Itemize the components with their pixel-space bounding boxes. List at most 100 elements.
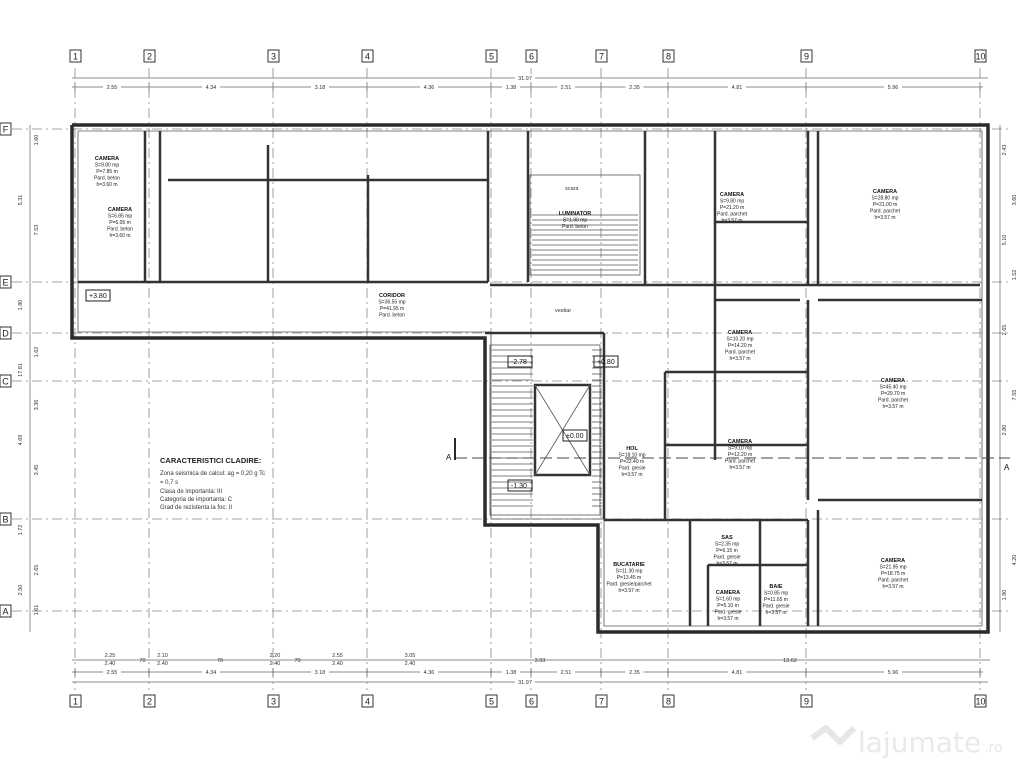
bottom-dimension-value: 2.35 — [629, 670, 640, 676]
dim-label-bg — [728, 83, 746, 90]
opening-width: 2.20 — [270, 653, 281, 659]
dim-label-bg — [202, 668, 220, 675]
axis-bubble — [595, 49, 608, 63]
room-perim: P=6.05 m — [109, 220, 131, 226]
left-dimension-value: 4.69 — [18, 435, 24, 446]
level-marker: -2.78 — [511, 359, 527, 366]
room-perim: P=21.00 m — [873, 202, 897, 208]
dim-label-bg — [420, 83, 438, 90]
axis-label: 6 — [529, 52, 534, 62]
top-dimension-value: 4.81 — [732, 85, 743, 91]
room-perim: P=5.10 m — [717, 603, 739, 609]
bottom-extra-dimension: 13.62 — [783, 658, 797, 664]
right-dimension-value: 7.55 — [1012, 390, 1018, 401]
room-height: h=3.57 m — [766, 610, 787, 616]
dim-label-bg — [502, 668, 520, 675]
room-floor: Pard. beton — [562, 224, 588, 230]
overall-dimension-value: 31.97 — [518, 76, 532, 82]
bottom-dimension-value: 2.51 — [561, 670, 572, 676]
room-area: S=36.55 mp — [378, 300, 405, 306]
axis-label: D — [2, 329, 9, 339]
axis-bubble — [143, 694, 156, 708]
axis-label: 3 — [271, 697, 276, 707]
axis-label: E — [2, 278, 8, 288]
opening-height: 2.40 — [157, 661, 168, 667]
top-dimension-value: 2.55 — [107, 85, 118, 91]
axis-bubble — [485, 694, 498, 708]
left-dimension-value: 17.81 — [18, 363, 24, 377]
room-area: S=21.95 mp — [879, 565, 906, 571]
room-floor: Pard. gresie/parchet — [606, 582, 652, 588]
room-floor: Pard. gresie — [763, 604, 790, 610]
axis-bubble — [595, 694, 608, 708]
top-dimension-value: 2.35 — [629, 85, 640, 91]
room-floor: Pard. parchet — [725, 350, 756, 356]
dim-label-bg — [557, 668, 575, 675]
room-name: CAMERA — [716, 590, 740, 596]
room-name: CAMERA — [720, 192, 744, 198]
room-area: S=28.80 mp — [871, 196, 898, 202]
room-perim: P=13.45 m — [617, 575, 641, 581]
room-perim: P=22.40 m — [620, 459, 644, 465]
left-dimension-value: 5.31 — [18, 195, 24, 206]
top-dimension-value: 4.36 — [424, 85, 435, 91]
axis-bubble — [800, 49, 813, 63]
room-floor: Pard. beton — [107, 227, 133, 233]
room-name: CAMERA — [881, 558, 905, 564]
left-dimension-value: 2.65 — [34, 565, 40, 576]
right-dimension-value: 5.10 — [1002, 235, 1008, 246]
axis-label: 5 — [489, 697, 494, 707]
room-area: S=11.30 mp — [616, 569, 643, 575]
right-dimension-value: 3.60 — [1012, 195, 1018, 206]
axis-bubble — [974, 694, 987, 708]
bottom-dimension-value: 4.81 — [732, 670, 743, 676]
top-dimension-value: 5.96 — [888, 85, 899, 91]
axis-label: 4 — [365, 52, 370, 62]
room-perim: P=29.70 m — [881, 391, 905, 397]
room-floor: Pard. parchet — [878, 578, 909, 584]
dim-label-bg — [202, 83, 220, 90]
axis-label: 1 — [73, 697, 78, 707]
characteristics-line: Clasa de importanta: III — [160, 489, 222, 495]
room-floor: Pard. parchet — [725, 459, 756, 465]
room-height: h=3.60 m — [110, 233, 131, 239]
room-height: h=3.57 m — [875, 215, 896, 221]
right-dimension-value: 4.20 — [1012, 555, 1018, 566]
room-perim: P=18.75 m — [881, 571, 905, 577]
bottom-dimension-value: 1.38 — [506, 670, 517, 676]
axis-label: 3 — [271, 52, 276, 62]
axis-bubble — [525, 694, 538, 708]
axis-label: C — [2, 377, 9, 387]
room-name: CAMERA — [728, 439, 752, 445]
room-area: S=9.10 mp — [728, 446, 753, 452]
room-perim: P=12.20 m — [728, 452, 752, 458]
bottom-extra-dimension: 3.93 — [535, 658, 546, 664]
opening-width: 2.10 — [157, 653, 168, 659]
axis-label: B — [2, 515, 8, 525]
opening-width: 3.05 — [405, 653, 416, 659]
axis-bubble — [800, 694, 813, 708]
room-floor: Pard. gresie — [715, 610, 742, 616]
room-floor: Pard. parchet — [878, 398, 909, 404]
axis-label: 10 — [975, 52, 985, 62]
stair-treads — [492, 214, 638, 507]
building-characteristics: CARACTERISTICI CLADIRE: Zona seismica de… — [160, 456, 265, 511]
room-perim: P=11.65 m — [764, 597, 788, 603]
section-line-a: A A — [446, 438, 1010, 472]
axis-bubble — [361, 694, 374, 708]
left-dimension-value: 1.62 — [34, 347, 40, 358]
stair-label: scara — [565, 186, 579, 192]
room-area: S=2.35 mp — [715, 542, 740, 548]
right-dimension-value: 1.52 — [1012, 270, 1018, 281]
